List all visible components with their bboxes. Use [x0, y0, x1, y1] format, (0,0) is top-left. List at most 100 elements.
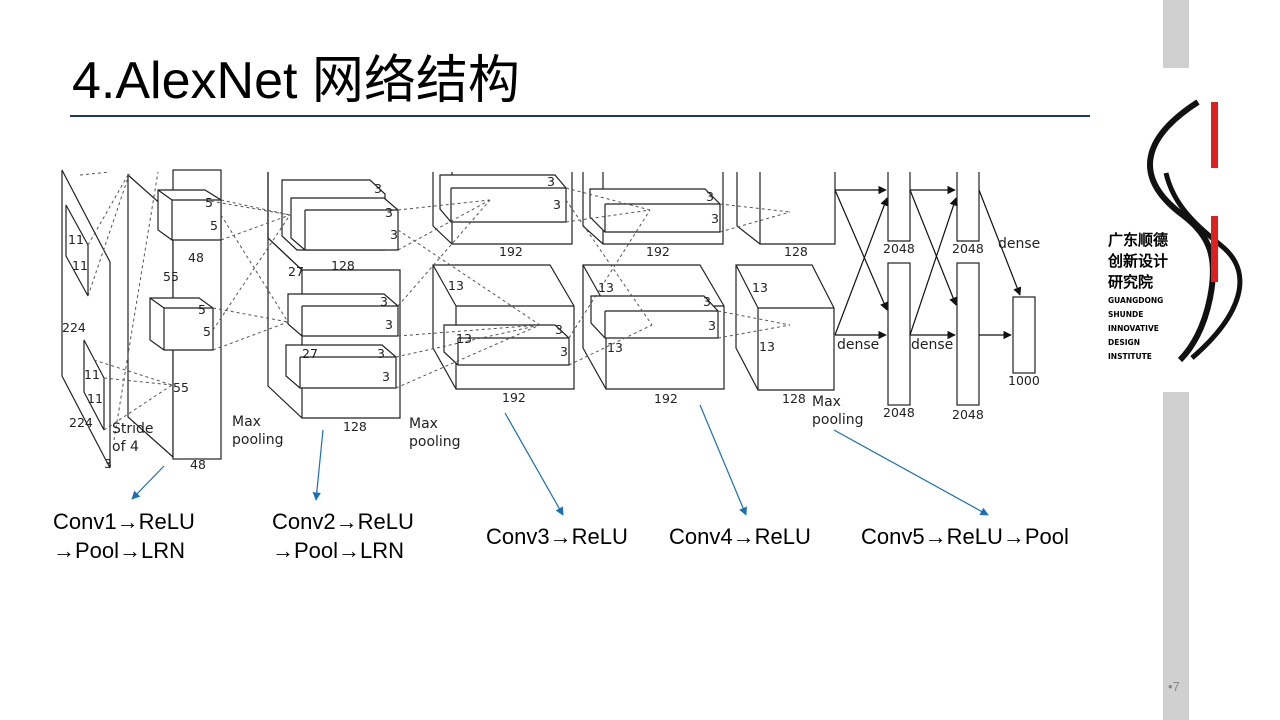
logo-chinese-name: 广东顺德 创新设计 研究院: [1108, 230, 1168, 293]
receptive-field-lines: [79, 171, 791, 441]
conv5-size-label: 13: [759, 339, 775, 354]
stride-label: of 4: [112, 439, 139, 455]
pool2-label: Max: [409, 416, 438, 432]
conv1-volume: [127, 169, 222, 460]
conv1-kernel-label: 5: [198, 302, 206, 317]
conv3-kernel-label: 3: [547, 174, 555, 189]
conv2-kernel-label: 3: [380, 294, 388, 309]
fc7-size-label: 2048: [952, 241, 984, 256]
conv3-depth-label: 192: [502, 390, 526, 405]
conv2-depth-label: 128: [331, 258, 355, 273]
fc6-size-label: 2048: [883, 241, 915, 256]
conv5-volume: [735, 172, 836, 391]
logo-cn-line: 广东顺德: [1108, 231, 1169, 249]
pool3-label: Max: [812, 394, 841, 410]
logo-english-name: GUANGDONG SHUNDE INNOVATIVE DESIGN INSTI…: [1108, 294, 1163, 364]
conv2-kernel-label: 3: [382, 369, 390, 384]
conv2-annotation-line2: →Pool→LRN: [272, 538, 405, 563]
conv1-kernel-label: 5: [210, 218, 218, 233]
conv3-volume: [432, 172, 575, 390]
logo-en-line: DESIGN: [1108, 338, 1140, 347]
conv2-size-label: 27: [288, 264, 304, 279]
input-kernel-label: 11: [87, 391, 103, 406]
conv3-kernel-label: 3: [560, 344, 568, 359]
logo-en-line: GUANGDONG: [1108, 296, 1164, 305]
conv5-depth-label: 128: [782, 391, 806, 406]
annotation-arrows: [131, 404, 989, 516]
conv4-kernel-label: 3: [708, 318, 716, 333]
logo-red-bar: [1211, 216, 1218, 282]
institute-logo: [1147, 99, 1243, 363]
logo-swoosh: [1163, 172, 1243, 360]
conv4-kernel-label: 3: [711, 211, 719, 226]
dense-label: dense: [911, 337, 953, 353]
output-size-label: 1000: [1008, 373, 1040, 388]
pool3-label: pooling: [812, 412, 864, 428]
logo-en-line: INNOVATIVE: [1108, 324, 1159, 333]
side-bar-top: [1163, 0, 1189, 68]
conv2-kernel-label: 3: [385, 205, 393, 220]
conv2-annotation-line1: Conv2→ReLU: [272, 509, 414, 534]
conv3-annotation: Conv3→ReLU: [486, 524, 628, 549]
stride-label: Stride: [112, 421, 154, 437]
logo-red-bar: [1211, 102, 1218, 168]
pool1-label: Max: [232, 414, 261, 430]
logo-cn-line: 研究院: [1108, 273, 1154, 291]
input-channels-label: 3: [104, 456, 112, 471]
fc-connections: [834, 185, 1022, 340]
conv1-size-label: 55: [173, 380, 189, 395]
conv3-depth-label: 192: [499, 244, 523, 259]
dense-label: dense: [998, 236, 1040, 252]
conv2-depth-label: 128: [343, 419, 367, 434]
conv1-annotation-line1: Conv1→ReLU: [53, 509, 195, 534]
conv3-kernel-label: 3: [555, 322, 563, 337]
conv2-kernel-label: 3: [377, 346, 385, 361]
conv2-kernel-label: 3: [374, 181, 382, 196]
conv4-depth-label: 192: [654, 391, 678, 406]
conv4-kernel-label: 3: [703, 294, 711, 309]
conv4-annotation: Conv4→ReLU: [669, 524, 811, 549]
conv3-size-label: 13: [456, 331, 472, 346]
conv2-volume: [267, 172, 401, 419]
conv2-kernel-label: 3: [385, 317, 393, 332]
conv1-size-label: 55: [163, 269, 179, 284]
pool2-label: pooling: [409, 434, 461, 450]
dense-label: dense: [837, 337, 879, 353]
conv3-size-label: 13: [448, 278, 464, 293]
conv4-kernel-label: 3: [706, 189, 714, 204]
logo-en-line: INSTITUTE: [1108, 352, 1152, 361]
conv1-kernel-label: 5: [205, 195, 213, 210]
pool1-label: pooling: [232, 432, 284, 448]
page-number: •7: [1168, 679, 1180, 694]
conv5-depth-label: 128: [784, 244, 808, 259]
input-height-label: 224: [62, 320, 86, 335]
input-kernel-label: 11: [84, 367, 100, 382]
logo-en-line: SHUNDE: [1108, 310, 1144, 319]
logo-swoosh: [1147, 99, 1216, 363]
conv4-volume: [582, 172, 725, 390]
conv1-annotation-line2: →Pool→LRN: [53, 538, 186, 563]
conv2-size-label: 27: [302, 346, 318, 361]
input-kernel-label: 11: [72, 258, 88, 273]
logo-cn-line: 创新设计: [1108, 252, 1169, 270]
conv1-depth-label: 48: [190, 457, 206, 472]
conv4-depth-label: 192: [646, 244, 670, 259]
conv1-annotation: Conv1→ReLU →Pool→LRN: [53, 507, 195, 565]
slide-title: 4.AlexNet 网络结构: [72, 52, 520, 110]
title-underline: [70, 115, 1090, 117]
input-kernel-label: 11: [68, 232, 84, 247]
fc6-size-label: 2048: [883, 405, 915, 420]
conv2-annotation: Conv2→ReLU →Pool→LRN: [272, 507, 414, 565]
conv2-kernel-label: 3: [390, 227, 398, 242]
conv5-annotation: Conv5→ReLU→Pool: [861, 524, 1069, 549]
conv5-size-label: 13: [752, 280, 768, 295]
conv1-kernel-label: 5: [203, 324, 211, 339]
fc7-size-label: 2048: [952, 407, 984, 422]
side-bar-bottom: [1163, 392, 1189, 720]
conv4-size-label: 13: [607, 340, 623, 355]
conv4-size-label: 13: [598, 280, 614, 295]
input-width-label: 224: [69, 415, 93, 430]
conv1-depth-label: 48: [188, 250, 204, 265]
fc-layers: [887, 172, 1036, 406]
